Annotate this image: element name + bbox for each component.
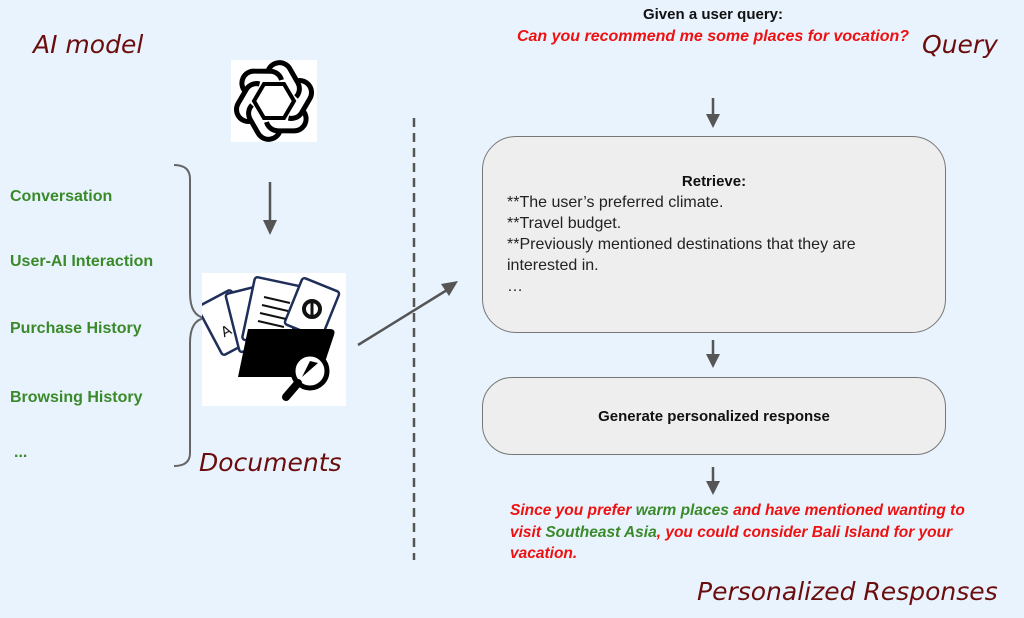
source-item-browsing-history: Browsing History xyxy=(10,389,143,406)
documents-title: Documents xyxy=(199,448,342,477)
query-heading: Given a user query: xyxy=(642,6,784,23)
answer-highlight: warm places xyxy=(635,502,729,519)
arrow-retrieve-to-generate xyxy=(706,340,720,368)
documents-folder-search-icon: A xyxy=(202,273,346,406)
answer-segment: , you could consider Bali Island for you… xyxy=(510,523,953,563)
retrieve-item: **The user’s preferred climate. xyxy=(507,194,724,211)
section-divider xyxy=(412,118,416,560)
generate-label: Generate personalized response xyxy=(598,407,830,425)
ai-model-title: AI model xyxy=(33,30,144,59)
answer-segment: and have mentioned wanting to visit xyxy=(510,502,965,541)
personalized-answer: Since you prefer warm places and have me… xyxy=(510,500,970,565)
source-item-conversation: Conversation xyxy=(10,188,113,205)
personalized-responses-title: Personalized Responses xyxy=(697,577,998,606)
arrow-docs-to-retrieve xyxy=(357,281,458,347)
arrow-generate-to-answer xyxy=(706,467,720,495)
retrieve-title: Retrieve: xyxy=(681,173,747,190)
query-title: Query xyxy=(922,30,998,59)
retrieve-item: … xyxy=(507,278,523,295)
retrieve-item: **Travel budget. xyxy=(507,215,622,232)
generate-box: Generate personalized response xyxy=(482,377,946,455)
answer-segment: Since you prefer xyxy=(510,502,636,519)
source-item-more: ... xyxy=(14,444,28,461)
arrow-query-to-retrieve xyxy=(706,98,720,128)
retrieve-box: Retrieve: **The user’s preferred climate… xyxy=(482,136,946,333)
openai-logo-icon xyxy=(231,60,317,142)
answer-highlight: Southeast Asia xyxy=(545,523,657,541)
retrieve-item: **Previously mentioned destinations that… xyxy=(507,236,856,274)
source-item-user-ai-interaction: User-AI Interaction xyxy=(10,253,154,270)
arrow-down-model-to-docs xyxy=(263,182,277,235)
query-text: Can you recommend me some places for voc… xyxy=(516,28,910,45)
source-item-purchase-history: Purchase History xyxy=(10,320,142,337)
